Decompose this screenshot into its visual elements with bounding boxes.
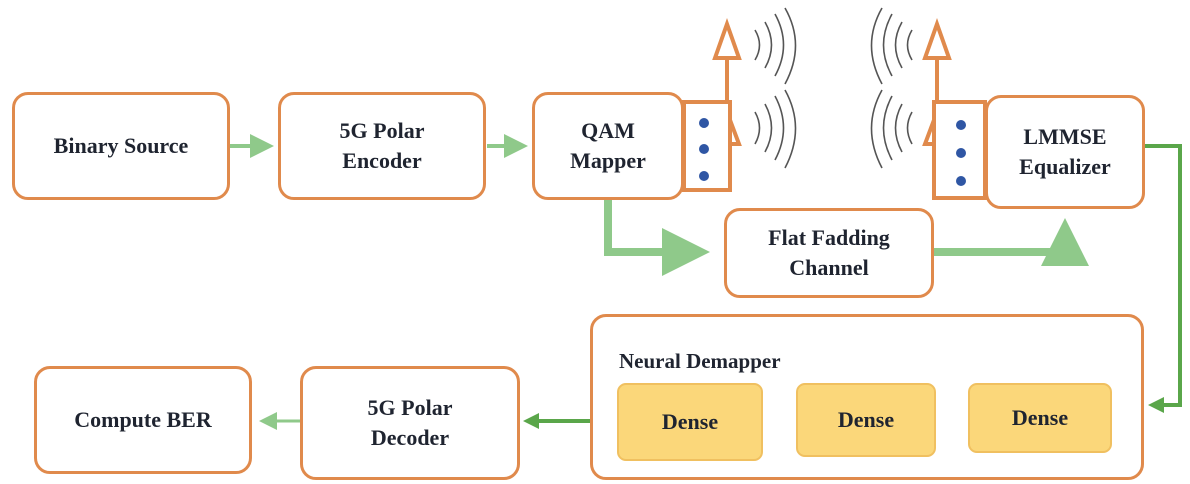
arrow-lmmse-to-demapper	[1143, 144, 1182, 413]
neural-demapper-label: Neural Demapper	[619, 349, 781, 373]
polar-encoder-block: 5G Polar Encoder	[278, 92, 486, 200]
dense-layer-2: Dense	[796, 383, 936, 457]
rx-dot-3	[956, 176, 966, 186]
polar-decoder-block: 5G Polar Decoder	[300, 366, 520, 480]
tx-antenna-panel	[682, 100, 732, 192]
binary-source-label: Binary Source	[53, 133, 189, 159]
polar-encoder-label: 5G Polar Encoder	[339, 118, 425, 173]
dense-layer-3: Dense	[968, 383, 1112, 453]
lmmse-equalizer-label: LMMSE Equalizer	[1019, 124, 1111, 179]
tx-dot-2	[699, 144, 709, 154]
dense-layer-3-label: Dense	[1011, 405, 1069, 430]
arrow-channel-to-receiver	[932, 218, 1089, 266]
tx-dot-3	[699, 171, 709, 181]
dense-layer-2-label: Dense	[837, 407, 895, 432]
compute-ber-label: Compute BER	[74, 407, 212, 433]
compute-ber-block: Compute BER	[34, 366, 252, 474]
tx-radio-waves-icon	[754, 7, 797, 169]
flat-fading-channel-label: Flat Fadding Channel	[768, 225, 890, 280]
rx-dot-2	[956, 148, 966, 158]
rx-antenna-panel	[932, 100, 987, 200]
tx-dot-1	[699, 118, 709, 128]
qam-mapper-block: QAM Mapper	[532, 92, 684, 200]
qam-mapper-label: QAM Mapper	[570, 118, 646, 173]
dense-layer-1-label: Dense	[661, 409, 719, 434]
dense-layer-1: Dense	[617, 383, 763, 461]
rx-dot-1	[956, 120, 966, 130]
lmmse-equalizer-block: LMMSE Equalizer	[985, 95, 1145, 209]
flat-fading-channel-block: Flat Fadding Channel	[724, 208, 934, 298]
binary-source-block: Binary Source	[12, 92, 230, 200]
polar-decoder-label: 5G Polar Decoder	[367, 395, 453, 450]
rx-radio-waves-icon	[870, 7, 913, 169]
arrow-qam-to-channel	[604, 200, 710, 276]
